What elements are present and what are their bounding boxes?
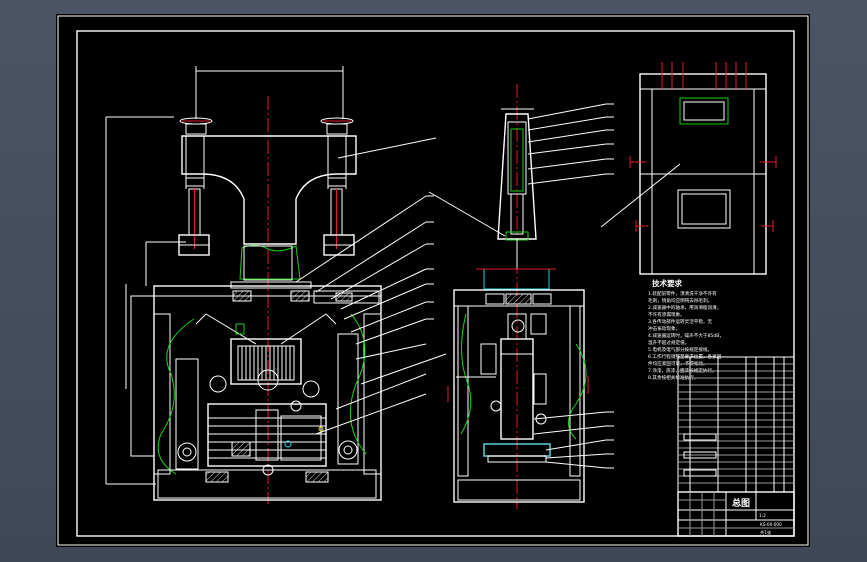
note-line: 冲击振动现象。 <box>648 325 680 332</box>
note-line: 3.各传动部件运转灵活平稳，无 <box>648 318 713 325</box>
detail-view <box>600 62 777 275</box>
note-line: 4.减速器运转时，噪声不大于85dB， <box>648 332 724 339</box>
drawing-sheet: 技术要求 1.装配前零件，须清洗干净不许有 毛刺，锐角均应倒钝去除毛刺。 2.减… <box>56 14 810 547</box>
note-line: 毛刺，锐角均应倒钝去除毛刺。 <box>648 297 712 304</box>
inner-border <box>76 30 795 537</box>
outer-border <box>57 15 809 546</box>
drawing-sheet-count: 共1张 <box>760 529 772 536</box>
front-view <box>105 66 447 504</box>
assembly-drawing: 技术要求 1.装配前零件，须清洗干净不许有 毛刺，锐角均应倒钝去除毛刺。 2.减… <box>57 15 809 546</box>
note-line: 不许有渗漏现象。 <box>648 311 685 318</box>
title-block: 总图 1:2 KS-00-000 共1张 <box>677 491 795 537</box>
drawing-name: 总图 <box>732 497 750 509</box>
note-line: 1.装配前零件，须清洗干净不许有 <box>648 290 717 297</box>
drawing-code: KS-00-000 <box>760 522 782 527</box>
note-line: 8.其余按相关标准执行。 <box>648 374 698 381</box>
drawing-scale: 1:2 <box>759 513 766 518</box>
parts-list <box>677 356 795 493</box>
side-view <box>428 84 614 509</box>
notes-heading: 技术要求 <box>652 278 682 288</box>
technical-notes: 技术要求 1.装配前零件，须清洗干净不许有 毛刺，锐角均应倒钝去除毛刺。 2.减… <box>648 278 724 381</box>
note-line: 2.减速器中的轴承，用润滑脂润滑， <box>648 304 721 311</box>
note-line: 温升不超过规定值。 <box>648 339 689 346</box>
note-line: 5.电机及电气部分按规定接线。 <box>648 346 712 353</box>
